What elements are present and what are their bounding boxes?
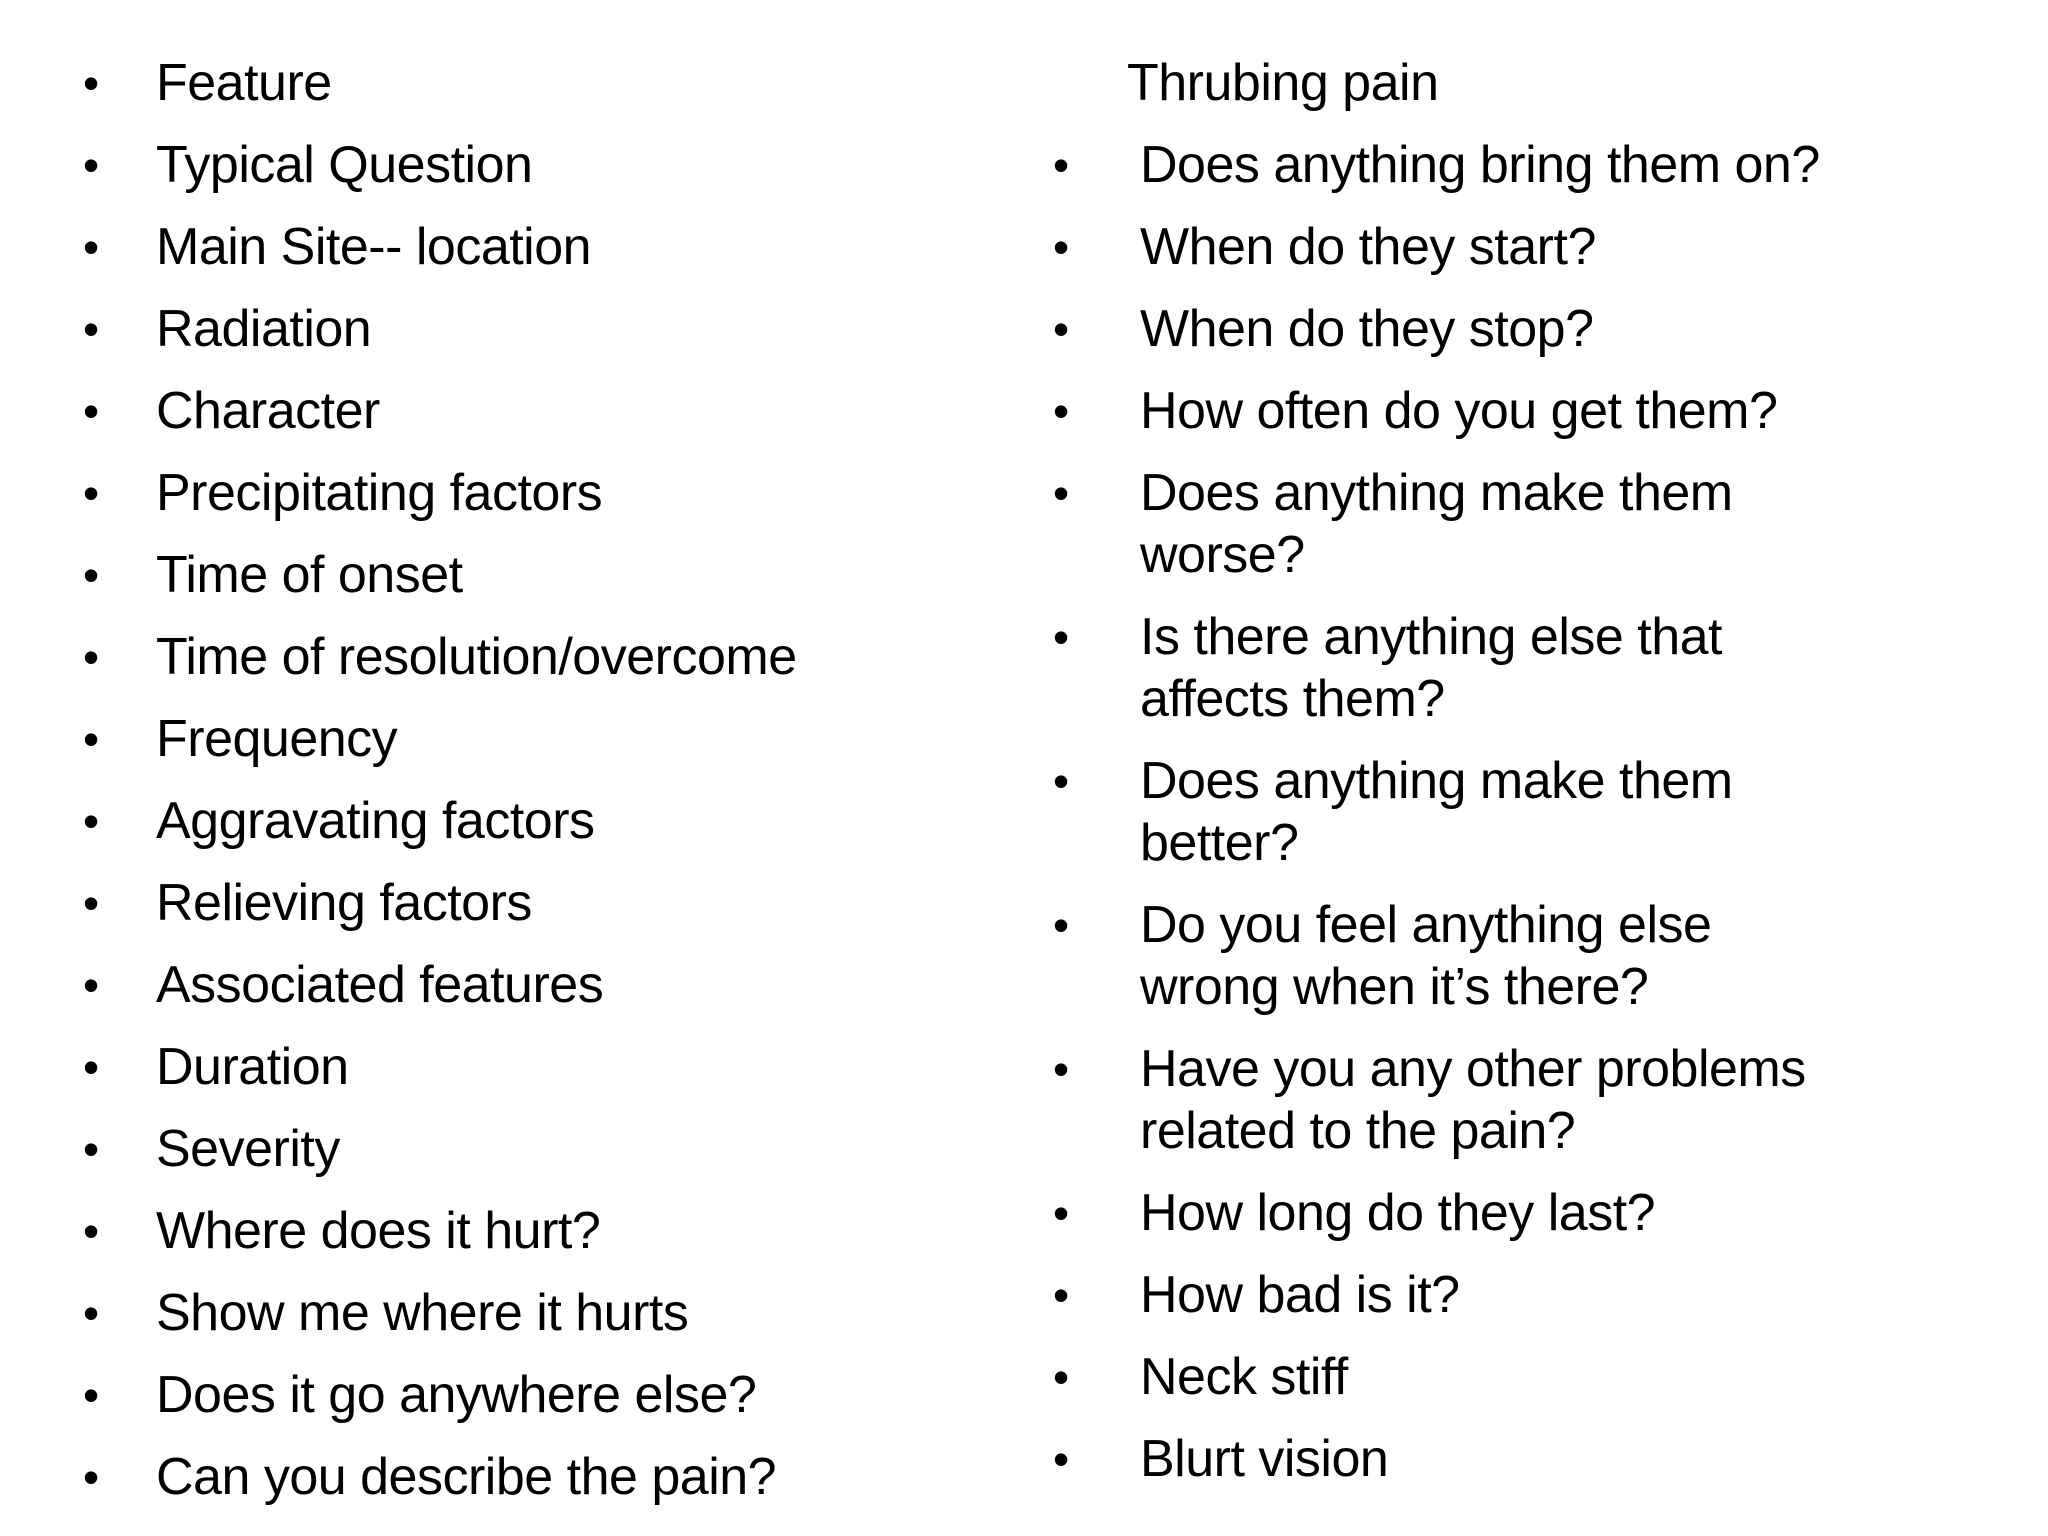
list-item-text: Can you describe the pain? [156,1448,777,1506]
list-item: • How often do you get them? [1053,380,2040,442]
list-item-text: Have you any other problems related to t… [1140,1040,1806,1160]
list-item: • Have you any other problems related to … [1053,1038,2040,1162]
list-item-text: Aggravating factors [156,792,595,850]
list-item: • Is there anything else that affects the… [1053,606,2040,730]
list-item-text: Associated features [156,956,604,1014]
bullet-icon: • [83,959,99,1011]
list-item-text: Character [156,382,380,440]
list-item-text: Time of onset [156,546,463,604]
list-item: • Feature [83,52,1012,114]
list-item: • Neck stiff [1053,1346,2040,1408]
bullet-icon: • [1053,611,1069,663]
list-item-text: Frequency [156,710,398,768]
list-item-text: Blurt vision [1140,1430,1389,1488]
bullet-icon: • [1053,139,1069,191]
list-item-text: Does anything bring them on? [1140,136,1820,194]
bullet-icon: • [83,57,99,109]
bullet-icon: • [83,631,99,683]
bullet-icon: • [1053,385,1069,437]
list-item-text: When do they start? [1140,218,1596,276]
list-item: • Can you describe the pain? [83,1446,1012,1508]
list-item: • How bad is it? [1053,1264,2040,1326]
feature-question-list: • Feature • Typical Question • Main Site-- lo… [0,52,1012,1508]
bullet-icon: • [83,795,99,847]
bullet-icon: • [83,877,99,929]
list-item-text: Does it go anywhere else? [156,1366,757,1424]
list-item: • Duration [83,1036,1012,1098]
list-item-text: Severity [156,1120,340,1178]
bullet-icon: • [1053,221,1069,273]
list-item: • Time of onset [83,544,1012,606]
bullet-icon: • [83,221,99,273]
list-item: • Blurt vision [1053,1428,2040,1490]
list-item-text: Precipitating factors [156,464,603,522]
bullet-icon: • [83,1369,99,1421]
list-item-text: Do you feel anything else wrong when it’… [1140,896,1712,1016]
list-item: • Character [83,380,1012,442]
list-item: • Severity [83,1118,1012,1180]
bullet-icon: • [83,385,99,437]
list-item-text: Does anything make them better? [1140,752,1733,872]
list-item-text: Time of resolution/overcome [156,628,797,686]
bullet-icon: • [1053,467,1069,519]
list-item: • Frequency [83,708,1012,770]
list-item-text: Neck stiff [1140,1348,1348,1406]
bullet-icon: • [83,1041,99,1093]
bullet-icon: • [83,713,99,765]
bullet-icon: • [83,1205,99,1257]
list-item-text: How bad is it? [1140,1266,1460,1324]
list-item: • Aggravating factors [83,790,1012,852]
list-item-text: Relieving factors [156,874,532,932]
bullet-icon: • [1053,899,1069,951]
list-item-text: Does anything make them worse? [1140,464,1733,584]
pain-questions-list: • Does anything bring them on? • When do th… [1024,134,2040,1490]
list-item-text: Main Site-- location [156,218,592,276]
list-item: • Do you feel anything else wrong when it… [1053,894,2040,1018]
list-item: • Typical Question [83,134,1012,196]
column-header: Thrubing pain [1127,54,1439,112]
bullet-icon: • [83,1287,99,1339]
list-item-text: How often do you get them? [1140,382,1778,440]
list-item: • When do they start? [1053,216,2040,278]
bullet-icon: • [1053,1187,1069,1239]
list-item-text: Duration [156,1038,349,1096]
list-item-text: How long do they last? [1140,1184,1656,1242]
list-item: • Precipitating factors [83,462,1012,524]
list-item: • Does anything make them better? [1053,750,2040,874]
list-item-text: Typical Question [156,136,533,194]
list-item-text: When do they stop? [1140,300,1594,358]
bullet-icon: • [1053,1433,1069,1485]
list-item: • Associated features [83,954,1012,1016]
bullet-icon: • [83,549,99,601]
bullet-icon: • [1053,303,1069,355]
bullet-icon: • [83,467,99,519]
bullet-icon: • [83,139,99,191]
list-item-text: Feature [156,54,332,112]
bullet-icon: • [1053,1269,1069,1321]
list-item: • Does it go anywhere else? [83,1364,1012,1426]
feature-question-column: • Feature • Typical Question • Main Site-- lo… [0,52,1012,1528]
list-item: • Time of resolution/overcome [83,626,1012,688]
bullet-icon: • [1053,755,1069,807]
list-item: • Where does it hurt? [83,1200,1012,1262]
list-item: • Does anything bring them on? [1053,134,2040,196]
list-item: • When do they stop? [1053,298,2040,360]
bullet-icon: • [83,303,99,355]
list-item-text: Show me where it hurts [156,1284,689,1342]
list-item-text: Is there anything else that affects them… [1140,608,1723,728]
list-item: • Relieving factors [83,872,1012,934]
list-item: • Does anything make them worse? [1053,462,2040,586]
bullet-icon: • [83,1451,99,1503]
bullet-icon: • [1053,1043,1069,1095]
list-item: • Main Site-- location [83,216,1012,278]
list-item-text: Where does it hurt? [156,1202,601,1260]
bullet-icon: • [1053,1351,1069,1403]
list-item: • Radiation [83,298,1012,360]
pain-questions-column: Thrubing pain • Does anything bring them … [1024,52,2040,1510]
list-item: • How long do they last? [1053,1182,2040,1244]
list-item-text: Radiation [156,300,372,358]
bullet-icon: • [83,1123,99,1175]
list-item: • Show me where it hurts [83,1282,1012,1344]
